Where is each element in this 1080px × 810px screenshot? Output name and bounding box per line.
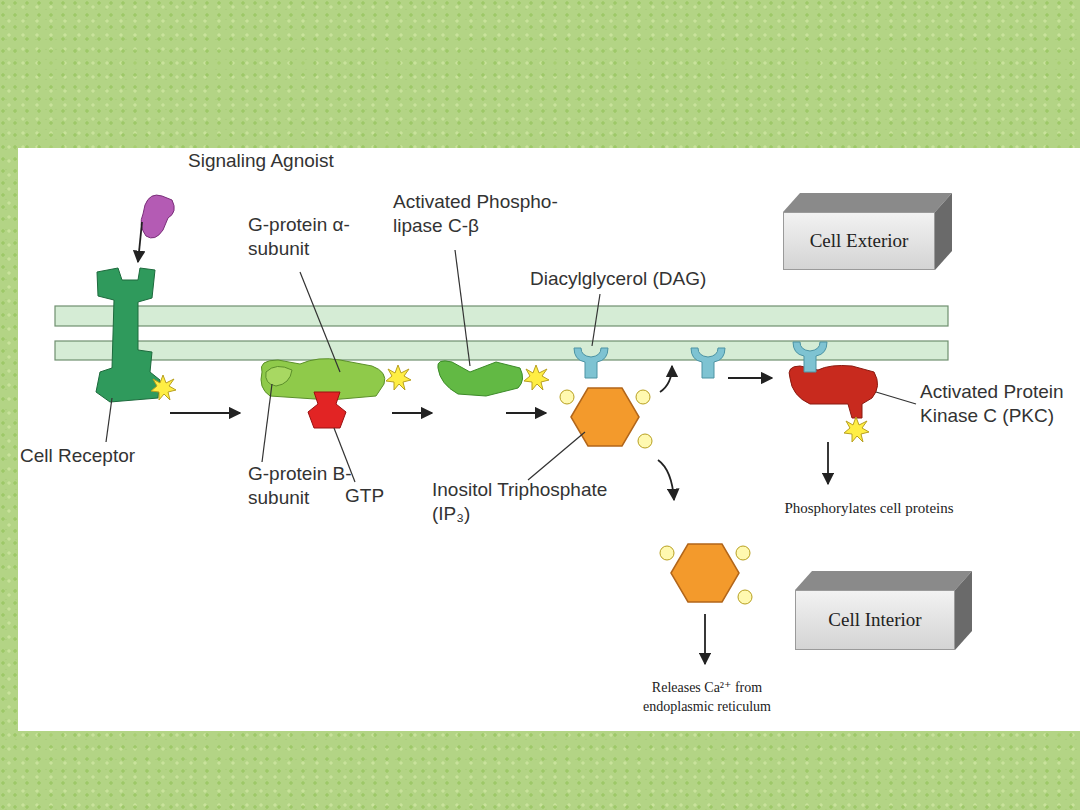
box-label: Cell Interior xyxy=(828,609,921,631)
part-label: Diacylglycerol (DAG) xyxy=(530,267,760,291)
part-label: Cell Receptor xyxy=(20,444,170,468)
three-d-box: Cell Exterior xyxy=(783,212,935,270)
part-label: Signaling Agnoist xyxy=(188,149,388,173)
part-label: GTP xyxy=(345,484,405,508)
part-label: G-protein α-subunit xyxy=(248,213,358,261)
part-label: Releases Ca²⁺ from endoplasmic reticulum xyxy=(618,678,796,716)
part-label: G-protein B-subunit xyxy=(248,462,358,510)
part-label: Activated Phospho- lipase C-β xyxy=(393,190,598,238)
part-label: Activated Protein Kinase C (PKC) xyxy=(920,380,1070,428)
three-d-box: Cell Interior xyxy=(795,590,955,650)
part-label: Phosphorylates cell proteins xyxy=(780,498,958,518)
part-label: Inositol Triphosphate (IP₃) xyxy=(432,478,614,526)
box-label: Cell Exterior xyxy=(810,230,909,252)
